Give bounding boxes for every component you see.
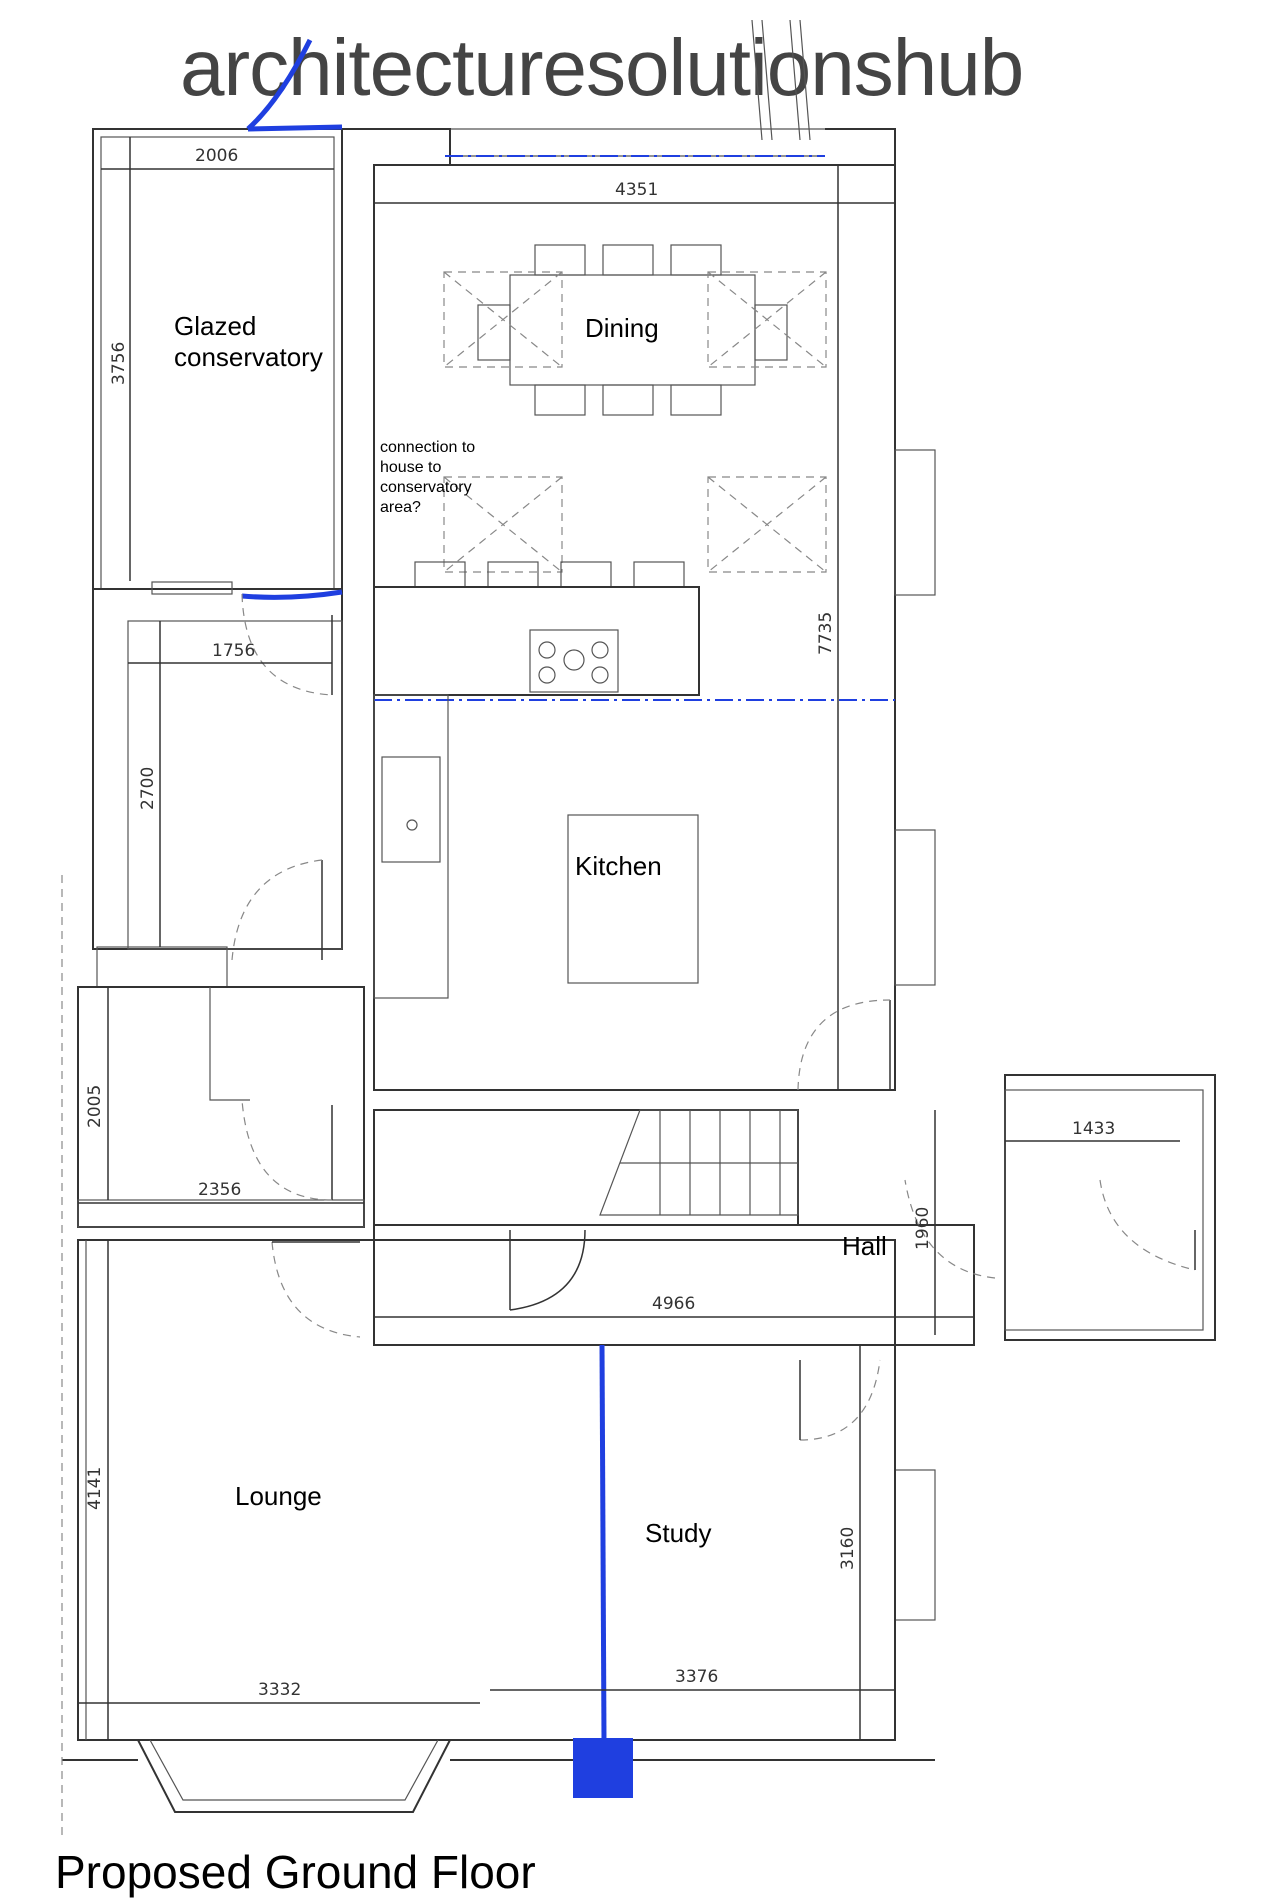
note-line2: house to — [380, 459, 441, 476]
kitchen-door — [797, 999, 891, 1091]
markup-utility-link — [241, 589, 343, 600]
note-line3: conservatory — [380, 479, 472, 496]
dim-hall-depth: 1960 — [913, 1207, 933, 1250]
lounge-study-walls — [61, 875, 935, 1840]
rooflights — [443, 271, 827, 573]
label-conservatory-line2: conservatory — [174, 342, 323, 372]
label-dining: Dining — [585, 313, 659, 343]
label-study: Study — [645, 1518, 712, 1548]
hall-walls — [373, 1179, 996, 1346]
kitchen-sink — [373, 694, 449, 999]
dim-study-width: 3376 — [675, 1667, 718, 1687]
label-hall: Hall — [842, 1231, 887, 1261]
dim-hall-width: 4966 — [652, 1294, 695, 1314]
markup-conservatory-roof — [246, 38, 313, 131]
dim-kitchen-depth: 7735 — [816, 612, 836, 655]
kitchen-island — [567, 814, 699, 984]
kitchen-island-hob — [373, 561, 700, 696]
dim-utility-depth: 2700 — [138, 767, 158, 810]
utility-door-swing-2 — [231, 859, 323, 961]
label-conservatory-line1: Glazed — [174, 311, 256, 341]
dim-utility-width: 1756 — [212, 641, 255, 661]
dim-study-depth: 3160 — [838, 1527, 858, 1570]
extension-walls — [342, 128, 896, 1091]
dim-wc-width: 2356 — [198, 1180, 241, 1200]
dim-lounge-width: 3332 — [258, 1680, 301, 1700]
side-windows — [894, 449, 936, 1621]
dim-lounge-depth: 4141 — [85, 1467, 105, 1510]
bifold-door — [751, 19, 811, 141]
porch-walls — [1004, 1074, 1216, 1341]
dim-conservatory-width: 2006 — [195, 146, 238, 166]
label-lounge: Lounge — [235, 1481, 322, 1511]
note-line1: connection to — [380, 439, 475, 456]
dim-conservatory-depth: 3756 — [109, 342, 129, 385]
utility-door-swing — [241, 593, 333, 696]
dimension-lines — [78, 137, 1180, 1740]
markup-lounge-study-wall — [599, 1344, 607, 1741]
markup-conservatory-top — [247, 124, 343, 132]
stairs — [373, 1109, 799, 1226]
note-line4: area? — [380, 499, 421, 516]
wc-walls — [77, 986, 365, 1228]
dim-dining-width: 4351 — [615, 180, 658, 200]
dim-porch-width: 1433 — [1072, 1119, 1115, 1139]
brand-watermark: architecturesolutionshub — [180, 23, 1024, 112]
dim-wc-depth: 2005 — [85, 1085, 105, 1128]
markup-column — [573, 1738, 633, 1798]
label-kitchen: Kitchen — [575, 851, 662, 881]
drawing-caption: Proposed Ground Floor — [55, 1846, 536, 1898]
dining-table — [477, 244, 788, 416]
